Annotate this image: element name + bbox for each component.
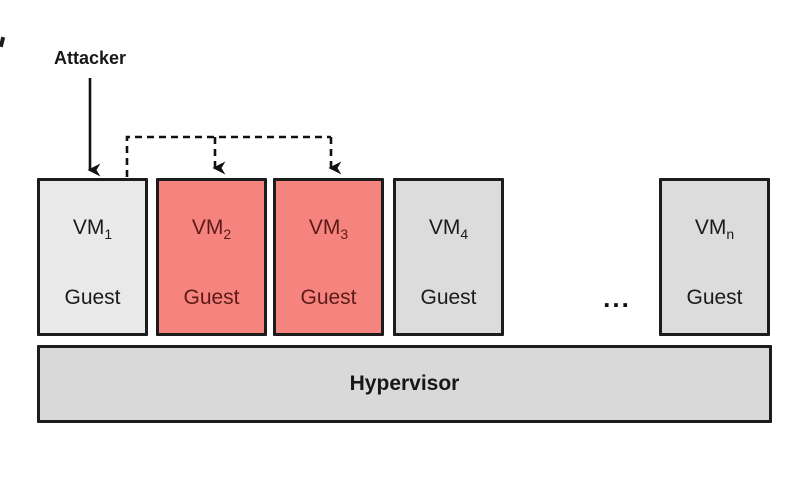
vm-box-1: VM1 Guest bbox=[37, 178, 148, 336]
left-edge-artifact bbox=[0, 36, 6, 48]
guest-label: Guest bbox=[420, 286, 477, 309]
more-vms-ellipsis: ... bbox=[603, 283, 631, 313]
vm-label-text: VM bbox=[72, 216, 105, 239]
hypervisor-label: Hypervisor bbox=[349, 372, 460, 395]
vm-label: VM1 bbox=[40, 214, 145, 242]
vm-label-text: VM bbox=[191, 216, 224, 239]
vm-box-4: VM4 Guest bbox=[393, 178, 504, 336]
vm-label: VM2 bbox=[159, 214, 264, 242]
vm-box-2: VM2 Guest bbox=[156, 178, 267, 336]
vm-label-subscript: 3 bbox=[340, 226, 349, 242]
vm-label-text: VM bbox=[308, 216, 341, 239]
vm-box-n: VMn Guest bbox=[659, 178, 770, 336]
vm-label: VM4 bbox=[396, 214, 501, 242]
vm-label: VMn bbox=[662, 214, 767, 242]
vm-label-subscript: 4 bbox=[460, 226, 469, 242]
hypervisor-bar: Hypervisor bbox=[37, 345, 772, 423]
vm-label-text: VM bbox=[428, 216, 461, 239]
vm-label-text: VM bbox=[694, 216, 727, 239]
propagation-path bbox=[125, 135, 331, 177]
vm-box-3: VM3 Guest bbox=[273, 178, 384, 336]
vm-label-subscript: 2 bbox=[223, 226, 232, 242]
attacker-label: Attacker bbox=[54, 48, 127, 68]
guest-label: Guest bbox=[64, 286, 121, 309]
vm-label-subscript: 1 bbox=[104, 226, 113, 242]
vm-label: VM3 bbox=[276, 214, 381, 242]
guest-label: Guest bbox=[183, 286, 240, 309]
guest-label: Guest bbox=[300, 286, 357, 309]
guest-label: Guest bbox=[686, 286, 743, 309]
vm-label-subscript: n bbox=[726, 226, 735, 242]
